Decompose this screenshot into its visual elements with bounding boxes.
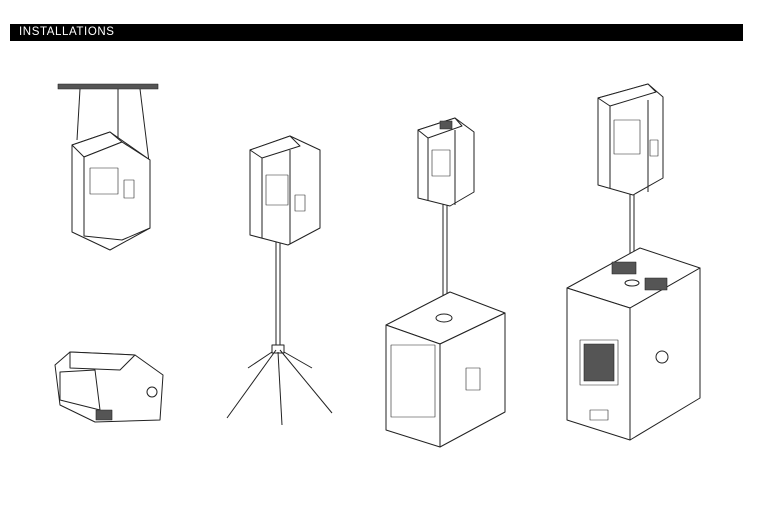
floor-monitor-speaker-illustration [54,351,164,423]
pole-mounted-on-large-subwoofer-illustration [566,83,701,441]
section-header: INSTALLATIONS [10,24,743,41]
section-title: INSTALLATIONS [19,26,115,38]
pole-mounted-on-subwoofer-illustration [385,117,506,448]
tripod-stand-speaker-illustration [226,135,333,426]
ceiling-suspended-speaker-illustration [57,83,159,251]
